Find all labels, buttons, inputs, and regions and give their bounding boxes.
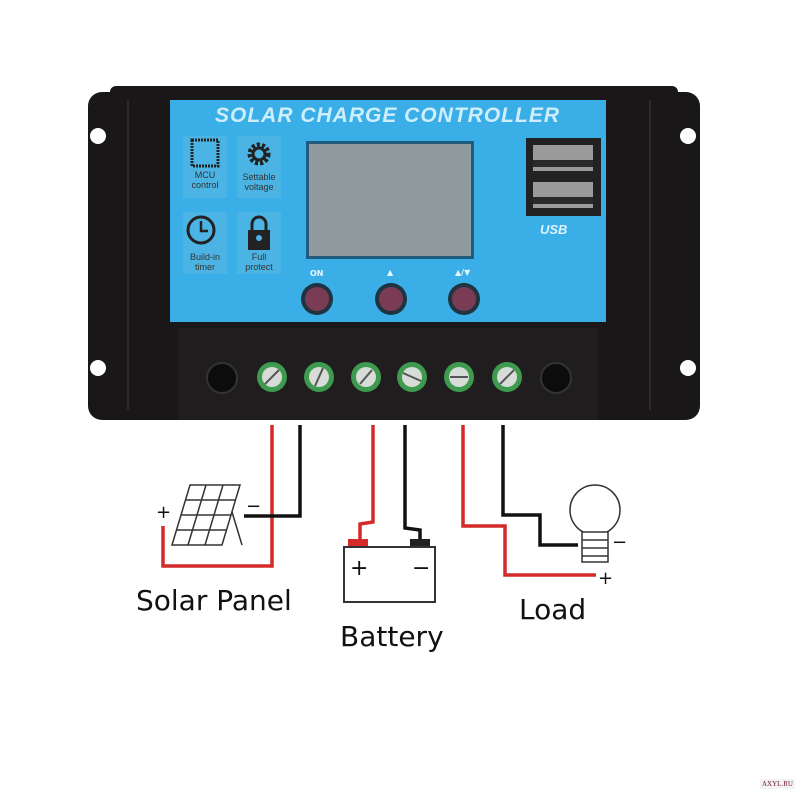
light-bulb-icon xyxy=(569,484,621,563)
button-on-label: ON xyxy=(310,269,324,278)
lock-icon xyxy=(248,215,270,250)
battery-label: Battery xyxy=(340,620,444,653)
button-up[interactable] xyxy=(375,283,407,315)
load-minus-sign: − xyxy=(612,532,628,553)
battery-plus-sign: + xyxy=(350,556,369,581)
button-up-down[interactable] xyxy=(448,283,480,315)
terminal-screw-load-plus xyxy=(444,362,474,392)
solar-panel-label: Solar Panel xyxy=(136,584,292,617)
usb-ports[interactable] xyxy=(526,138,601,216)
solar-panel-icon xyxy=(170,484,243,546)
wire-solar-negative xyxy=(244,425,302,518)
chip-icon xyxy=(190,138,220,168)
button-up-down-label: ▲/▼ xyxy=(455,268,471,277)
watermark: AXYL.RU xyxy=(760,779,795,789)
terminal-block xyxy=(178,328,598,420)
button-on[interactable] xyxy=(301,283,333,315)
mount-hole xyxy=(90,360,106,376)
terminal-screw-solar-minus xyxy=(304,362,334,392)
wire-solar-positive xyxy=(161,425,274,568)
load-label: Load xyxy=(519,593,587,626)
clock-icon xyxy=(186,215,216,245)
solar-minus-sign: − xyxy=(246,496,262,517)
usb-label: USB xyxy=(540,222,568,237)
solar-plus-sign: + xyxy=(156,502,172,523)
mount-hole xyxy=(680,360,696,376)
wire-battery-positive xyxy=(358,425,375,540)
battery-minus-sign: − xyxy=(412,556,431,581)
wire-load-negative xyxy=(501,425,578,547)
load-plus-sign: + xyxy=(598,568,614,589)
terminal-screw-battery-minus xyxy=(397,362,427,392)
wire-load-positive xyxy=(461,425,596,577)
terminal-screw-load-minus xyxy=(492,362,522,392)
terminal-screw-battery-plus xyxy=(351,362,381,392)
terminal-screw-solar-plus xyxy=(257,362,287,392)
mount-hole xyxy=(90,128,106,144)
button-up-label: ▲ xyxy=(387,268,394,277)
battery-icon xyxy=(343,539,436,603)
gear-icon xyxy=(247,142,271,166)
controller-title: SOLAR CHARGE CONTROLLER xyxy=(215,104,560,127)
mount-hole xyxy=(680,128,696,144)
wire-battery-negative xyxy=(403,425,422,540)
